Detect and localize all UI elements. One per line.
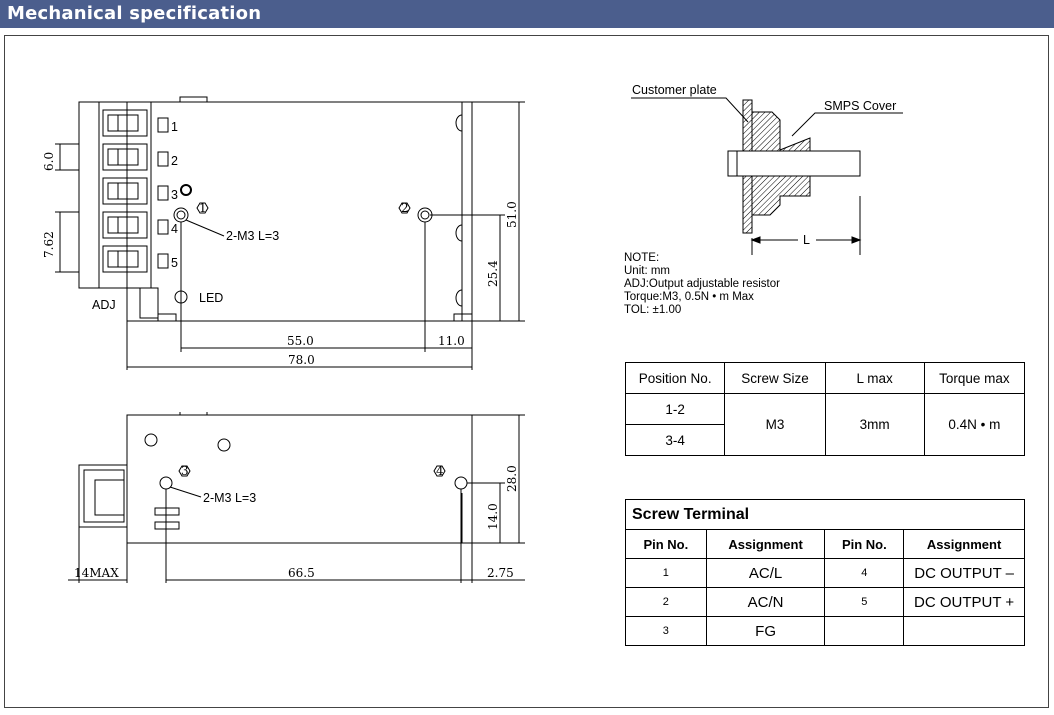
side-terminal — [78, 464, 128, 528]
table-cell: 4 — [824, 558, 905, 588]
table-cell — [824, 616, 905, 646]
table-cell: 3mm — [824, 393, 925, 456]
table-cell: 1-2 — [624, 393, 726, 425]
table-cell: 0.4N • m — [923, 393, 1026, 456]
side-hole-b — [217, 438, 231, 452]
callout-2-number: 2 — [401, 201, 409, 215]
m3-callout-top: 2-M3 L=3 — [226, 229, 279, 243]
table-cell: AC/L — [705, 558, 826, 588]
mount-hole-1 — [173, 207, 189, 223]
dim-14-0: 14.0 — [486, 503, 500, 530]
mounting-detail — [631, 97, 903, 255]
section-header: Mechanical specification — [0, 0, 1054, 28]
fg-hole — [180, 184, 192, 196]
dim-11-0: 11.0 — [438, 334, 465, 348]
pin-label-5: 5 — [171, 256, 178, 270]
drawing-frame — [4, 35, 1049, 708]
table-header: Assignment — [903, 529, 1025, 559]
table-row: 1 AC/L 4 DC OUTPUT – — [625, 558, 1025, 588]
table-cell: 5 — [824, 587, 905, 617]
table-header: Pin No. — [625, 529, 707, 559]
table-cell: 2 — [625, 587, 707, 617]
callout-1-number: 1 — [199, 201, 207, 215]
callout-3-marker — [178, 465, 191, 477]
note-line: TOL: ±1.00 — [624, 304, 682, 316]
dim-78-0: 78.0 — [288, 353, 315, 367]
table-header: Assignment — [705, 529, 826, 559]
terminal-slots — [102, 109, 148, 273]
customer-plate-label: Customer plate — [632, 83, 717, 97]
top-tab — [179, 96, 208, 103]
adj-label: ADJ — [92, 298, 116, 312]
note-block: NOTE: Unit: mm ADJ:Output adjustable res… — [624, 252, 780, 317]
table-cell: AC/N — [705, 587, 826, 617]
callout-1-marker — [196, 202, 209, 214]
note-line: NOTE: — [624, 252, 660, 264]
dim-2-75: 2.75 — [487, 566, 514, 580]
screw-terminal-table: Screw Terminal Pin No. Assignment Pin No… — [625, 499, 1025, 646]
table-cell: DC OUTPUT + — [903, 587, 1025, 617]
m3-callout-bottom: 2-M3 L=3 — [203, 491, 256, 505]
smps-cover-label: SMPS Cover — [824, 99, 896, 113]
pin-label-3: 3 — [171, 188, 178, 202]
table-row: 2 AC/N 5 DC OUTPUT + — [625, 587, 1025, 617]
section-title: Mechanical specification — [7, 3, 262, 24]
mount-hole-2 — [417, 207, 433, 223]
callout-4-marker — [433, 465, 446, 477]
note-line: Torque:M3, 0.5N • m Max — [624, 291, 754, 303]
table-title: Screw Terminal — [625, 499, 1025, 530]
table-cell: M3 — [724, 393, 826, 456]
pin-label-4: 4 — [171, 222, 178, 236]
screw-spec-table: Position No. Screw Size L max Torque max… — [624, 362, 1026, 456]
table-cell — [903, 616, 1025, 646]
table-header: L max — [824, 362, 925, 394]
led-label: LED — [199, 291, 223, 305]
dim-14max: 14MAX — [74, 566, 119, 580]
note-line: Unit: mm — [624, 265, 670, 277]
table-row: 3 FG — [625, 616, 1025, 646]
table-cell: 3 — [625, 616, 707, 646]
dim-25-4: 25.4 — [486, 260, 500, 287]
dim-51-0: 51.0 — [505, 201, 519, 228]
table-header: Pin No. — [824, 529, 905, 559]
pin-label-2: 2 — [171, 154, 178, 168]
side-view — [68, 412, 525, 583]
table-header: Screw Size — [724, 362, 826, 394]
table-cell: FG — [705, 616, 826, 646]
top-view — [55, 96, 525, 370]
callout-3-number: 3 — [181, 464, 189, 478]
terminal-block — [98, 101, 152, 289]
side-hole-a — [144, 433, 158, 447]
table-cell: DC OUTPUT – — [903, 558, 1025, 588]
note-line: ADJ:Output adjustable resistor — [624, 278, 780, 290]
callout-2-marker — [398, 202, 411, 214]
table-header: Position No. — [624, 362, 726, 394]
l-dimension-label: L — [803, 233, 810, 247]
dim-66-5: 66.5 — [288, 566, 315, 580]
dim-28-0: 28.0 — [505, 465, 519, 492]
terminal-block-back — [78, 101, 100, 289]
adj-resistor — [139, 287, 159, 319]
table-header: Torque max — [923, 362, 1026, 394]
dim-7-62: 7.62 — [42, 231, 56, 258]
dim-55-0: 55.0 — [287, 334, 314, 348]
dim-6-0: 6.0 — [42, 152, 56, 171]
callout-4-number: 4 — [436, 464, 444, 478]
table-cell: 1 — [625, 558, 707, 588]
pin-label-1: 1 — [171, 120, 178, 134]
table-cell: 3-4 — [624, 424, 726, 456]
mount-hole-4 — [454, 476, 468, 490]
